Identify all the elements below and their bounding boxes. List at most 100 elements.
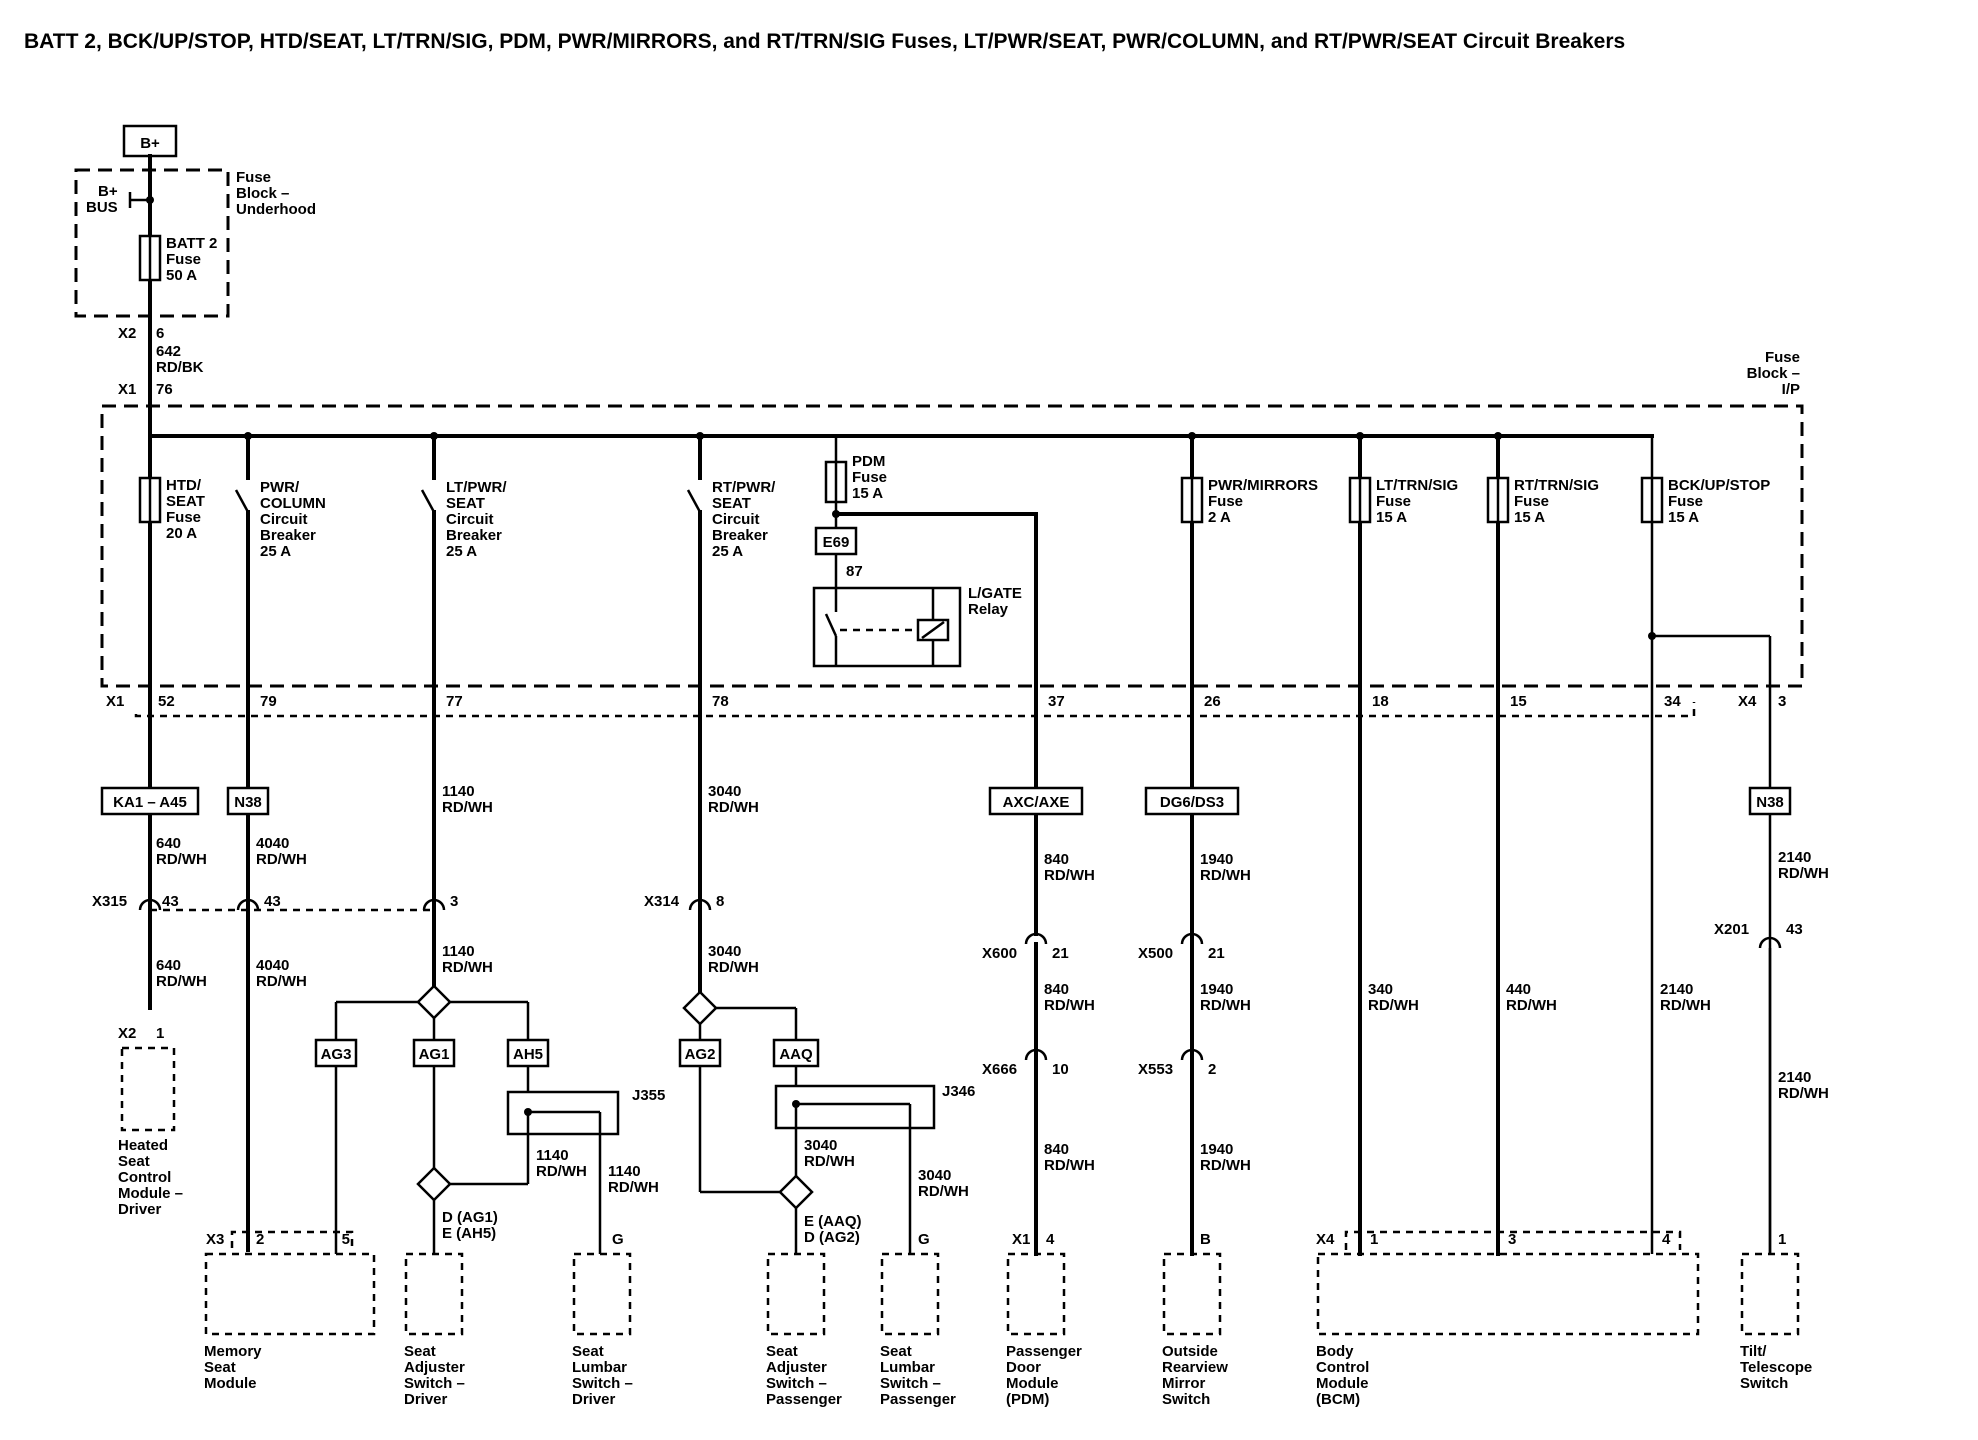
bus-label-1: B+	[98, 183, 118, 200]
ip-block-label-2: Block –	[1747, 365, 1800, 382]
x553-symbol	[1180, 1048, 1204, 1061]
rt-pwr-seat-label-4: Breaker	[712, 527, 768, 544]
dg6-option-box	[1144, 786, 1240, 816]
bcm-p1-label: 1	[1370, 1231, 1378, 1248]
bck-up-stop-label-1: BCK/UP/STOP	[1668, 477, 1770, 494]
ip-fuse-block	[100, 404, 1804, 688]
orm-label-3: Mirror	[1162, 1375, 1206, 1392]
pwr-column-label-4: Breaker	[260, 527, 316, 544]
rt-pwr-seat-label-3: Circuit	[712, 511, 760, 528]
ip-pin-37: 37	[1048, 693, 1065, 710]
w3040b-1: 3040	[708, 943, 741, 960]
bus-label-2: BUS	[86, 199, 118, 216]
msm-label-2: Seat	[204, 1359, 236, 1376]
x315-p3: 3	[450, 893, 458, 910]
slsp-label-1: Seat	[880, 1343, 912, 1360]
w2140b-2: RD/WH	[1660, 997, 1711, 1014]
tilt-pin-label: 1	[1778, 1231, 1786, 1248]
htd-seat-label-2: SEAT	[166, 493, 205, 510]
e69-label: E69	[823, 534, 850, 551]
orm-pin-label: B	[1200, 1231, 1211, 1248]
sasp-module	[766, 1252, 826, 1336]
wire-642-label-1: 642	[156, 343, 181, 360]
w4040b-2: RD/WH	[256, 973, 307, 990]
w1940b-1: 1940	[1200, 981, 1233, 998]
sasp-label-2: Adjuster	[766, 1359, 827, 1376]
bcm-module	[1316, 1252, 1700, 1336]
pwr-column-label-1: PWR/	[260, 479, 300, 496]
w2140c-2: RD/WH	[1778, 1085, 1829, 1102]
rt-pwr-seat-label-5: 25 A	[712, 543, 743, 560]
batt2-label-3: 50 A	[166, 267, 197, 284]
w2140b-1: 2140	[1660, 981, 1693, 998]
msm-label-1: Memory	[204, 1343, 262, 1360]
w840b-2: RD/WH	[1044, 997, 1095, 1014]
orm-label-4: Switch	[1162, 1391, 1210, 1408]
w640b-2: RD/WH	[156, 973, 207, 990]
sasp-label-4: Passenger	[766, 1391, 842, 1408]
ip-x1-connector	[134, 702, 1696, 718]
rt-trn-sig-label-2: Fuse	[1514, 493, 1549, 510]
x314-label: X314	[644, 893, 680, 910]
battery-positive-label: B+	[140, 135, 160, 152]
wire-642-label-2: RD/BK	[156, 359, 204, 376]
w3040d-1: 3040	[918, 1167, 951, 1184]
x500-pin: 21	[1208, 945, 1225, 962]
pwr-mirrors-label-1: PWR/MIRRORS	[1208, 477, 1318, 494]
hscm-label-3: Control	[118, 1169, 171, 1186]
page-title: BATT 2, BCK/UP/STOP, HTD/SEAT, LT/TRN/SI…	[24, 30, 1626, 53]
sasp-label-1: Seat	[766, 1343, 798, 1360]
sasd-pin-2: E (AH5)	[442, 1225, 496, 1242]
slsd-label-4: Driver	[572, 1391, 616, 1408]
passenger-splice-diamond-top	[682, 990, 718, 1026]
slsp-pin-label: G	[918, 1231, 930, 1248]
htd-seat-label-4: 20 A	[166, 525, 197, 542]
tilt-label-2: Telescope	[1740, 1359, 1812, 1376]
x553-pin: 2	[1208, 1061, 1216, 1078]
sasd-label-1: Seat	[404, 1343, 436, 1360]
axc-option-box	[988, 786, 1084, 816]
pdm-label-3: Module	[1006, 1375, 1059, 1392]
x1-connector-label: X1	[118, 381, 136, 398]
pwr-column-label-3: Circuit	[260, 511, 308, 528]
sasd-module	[404, 1252, 464, 1336]
x666-label: X666	[982, 1061, 1017, 1078]
w1140d-2: RD/WH	[608, 1179, 659, 1196]
pwr-column-label-2: COLUMN	[260, 495, 326, 512]
e69-option-box	[814, 526, 858, 556]
underhood-label-3: Underhood	[236, 201, 316, 218]
msm-x3-label: X3	[206, 1231, 224, 1248]
w840c-1: 840	[1044, 1141, 1069, 1158]
tilt-module	[1740, 1252, 1800, 1336]
ip-pin-18: 18	[1372, 693, 1389, 710]
w1140a-2: RD/WH	[442, 799, 493, 816]
msm-module	[204, 1252, 376, 1336]
ip-x1-label: X1	[106, 693, 124, 710]
pdm-fuse-label-3: 15 A	[852, 485, 883, 502]
x2-connector-label: X2	[118, 325, 136, 342]
x315-pin3-symbol	[422, 898, 446, 911]
ag2-option-label: AG2	[685, 1046, 716, 1063]
msm-label-3: Module	[204, 1375, 257, 1392]
aaq-option-box	[772, 1038, 820, 1068]
lgate-label-1: L/GATE	[968, 585, 1022, 602]
w840a-2: RD/WH	[1044, 867, 1095, 884]
bcm-label-2: Control	[1316, 1359, 1369, 1376]
lt-trn-sig-label-2: Fuse	[1376, 493, 1411, 510]
pwr-column-breaker-symbol	[234, 489, 250, 513]
w1140a-1: 1140	[442, 783, 475, 800]
w440-1: 440	[1506, 981, 1531, 998]
orm-label-1: Outside	[1162, 1343, 1218, 1360]
slsp-label-2: Lumbar	[880, 1359, 935, 1376]
w2140a-1: 2140	[1778, 849, 1811, 866]
w1940a-1: 1940	[1200, 851, 1233, 868]
msm-connector	[230, 1230, 354, 1248]
batt2-label-1: BATT 2	[166, 235, 217, 252]
ip-pin-52: 52	[158, 693, 175, 710]
tilt-label-1: Tilt/	[1740, 1343, 1767, 1360]
sasp-pin-2: D (AG2)	[804, 1229, 860, 1246]
x2-pin-label: 6	[156, 325, 164, 342]
relay-pin-87: 87	[846, 563, 863, 580]
rt-pwr-seat-label-2: SEAT	[712, 495, 751, 512]
